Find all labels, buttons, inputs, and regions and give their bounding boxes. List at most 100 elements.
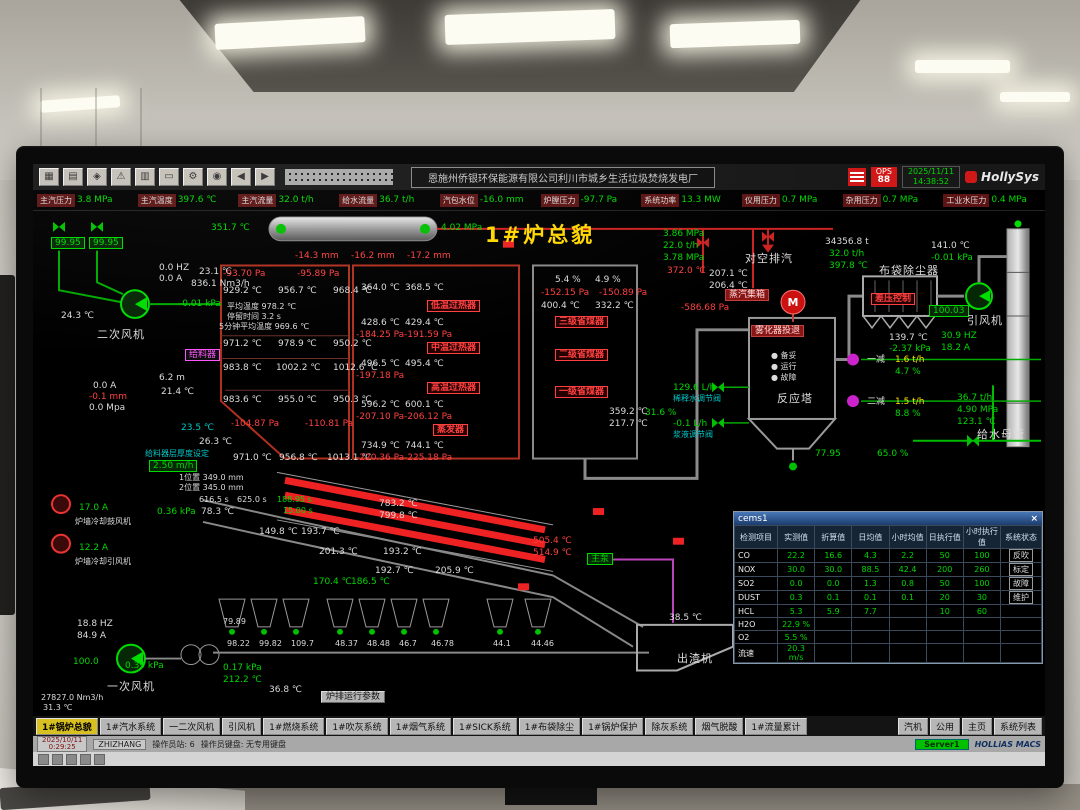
reading: 差压控制 [871,293,916,306]
page-selector-grid[interactable] [285,169,393,185]
page-back-icon[interactable]: ◀ [231,168,251,186]
reading: 5分钟平均温度 969.6 ℃ [219,322,310,331]
nav-button[interactable]: 1#布袋除尘 [518,717,581,735]
cooling-fan-icon [51,494,71,514]
system-menu-icon[interactable]: ▦ [39,168,59,186]
cems-titlebar[interactable]: cems1 × [734,512,1042,525]
reading: 3.78 MPa [663,253,705,263]
reading: 二减 [867,397,886,407]
reading: 46.78 [431,639,454,648]
cems-param: CO [735,549,777,562]
param-label: 工业水压力 [943,193,990,207]
cems-status-button[interactable]: 故障 [1009,577,1033,590]
taskbar-icon[interactable] [66,753,77,765]
taskbar-icon[interactable] [80,753,91,765]
nav-button[interactable]: 1#锅炉保护 [582,717,644,735]
reading: -14.3 mm [295,251,339,261]
nav-button[interactable]: 1#SICK系统 [452,717,517,735]
nav-button[interactable]: 汽机 [897,717,928,735]
reading: 4.02 MPa [441,223,483,233]
nav-button[interactable]: 烟气脱酸 [695,717,744,735]
reading: 983.6 ℃ [223,395,262,405]
reading: 186.5 ℃ [351,577,390,587]
datetime: 2025/11/11 14:38:52 [901,166,961,188]
close-icon[interactable]: × [1030,513,1038,524]
tuning-icon[interactable]: ⚙ [183,168,203,186]
reading: 稀释水调节阀 [673,394,721,403]
print-icon[interactable]: ▭ [159,168,179,186]
reading: 616.5 s [199,495,229,504]
cems-value: 0.8 [889,577,926,590]
reading: 12.2 A [79,543,109,553]
reading: 149.8 ℃ [259,527,298,537]
param-label: 炉膛压力 [540,193,579,207]
param-label: 汽包水位 [439,193,478,207]
cems-value [852,618,889,630]
pump-icon [847,353,859,366]
nav-button[interactable]: 1#锅炉总貌 [36,717,98,735]
cems-value [815,644,852,662]
reading: 193.2 ℃ [383,547,422,557]
reading: 3.86 MPa [663,229,705,239]
cems-status-button[interactable]: 反吹 [1009,549,1033,562]
cems-param: H2O [735,618,777,630]
reading: 141.0 ℃ [931,241,970,251]
reading: -0.1 L/h [673,419,708,429]
reading: 23.1 ℃ [199,267,233,277]
cems-status-button[interactable]: 维护 [1009,591,1033,604]
reading: 蒸发器 [433,424,469,437]
nav-button[interactable]: 1#吹灰系统 [326,717,388,735]
ops-label: OPS [875,166,892,176]
nav-button[interactable]: 1#汽水系统 [99,717,162,735]
furnace-outline [220,264,350,460]
reading: 18.2 A [941,343,971,353]
reading: 950.2 ℃ [333,339,372,349]
toolbar-icons: ▦▤◈⚠▥▭⚙◉◀▶ [39,168,275,186]
reading: 17.0 A [79,503,109,513]
toolbar: ▦▤◈⚠▥▭⚙◉◀▶ 恩施州侨银环保能源有限公司利川市城乡生活垃圾焚烧发电厂 O… [33,164,1045,190]
cems-value [963,618,1000,630]
nav-button[interactable]: 1#烟气系统 [389,717,451,735]
nav-button[interactable]: 1#燃烧系统 [263,717,325,735]
graphic-page-icon[interactable]: ▤ [63,168,83,186]
reading: 18.8 HZ [77,619,113,629]
nav-button[interactable]: 主页 [961,717,992,735]
cems-header: 实测值 [778,526,815,548]
reading: 低温过热器 [427,300,481,313]
operator-login-icon[interactable]: ◉ [207,168,227,186]
reading: 929.2 ℃ [223,286,262,296]
report-icon[interactable]: ▥ [135,168,155,186]
reading: 207.1 ℃ [709,269,748,279]
ceiling-light [669,19,801,49]
cems-status-button[interactable]: 标定 [1009,563,1033,576]
nav-button[interactable]: 除灰系统 [645,717,694,735]
canvas-button[interactable]: 炉排运行参数 [321,691,386,704]
taskbar-icon[interactable] [52,753,63,765]
monitor: ▦▤◈⚠▥▭⚙◉◀▶ 恩施州侨银环保能源有限公司利川市城乡生活垃圾焚烧发电厂 O… [16,146,1064,788]
taskbar-icon[interactable] [94,753,105,765]
brand-logo: HollySys [965,170,1039,184]
reading: 引风机 [967,314,1003,327]
reading: 44.46 [531,639,554,648]
cems-value: 0.1 [889,591,926,604]
page-forward-icon[interactable]: ▶ [255,168,275,186]
wall-seam [40,88,42,183]
trend-icon[interactable]: ◈ [87,168,107,186]
macs-brand: HOLLiAS MACS [974,739,1041,749]
nav-button[interactable]: 一二次风机 [163,717,221,735]
nav-button[interactable]: 1#流量累计 [745,717,807,735]
taskbar-icon[interactable] [38,753,49,765]
nav-button[interactable]: 系统列表 [993,717,1042,735]
nav-button[interactable]: 公用 [929,717,960,735]
reading: -586.68 Pa [681,303,730,313]
reading: 34356.8 t [825,237,869,247]
cems-status-cell [1001,631,1041,643]
cems-value: 50 [926,577,963,590]
reading: -93.70 Pa [223,269,266,279]
nav-button[interactable]: 引风机 [222,717,262,735]
reading: 129.6 L/h [673,383,716,393]
alarm-list-icon[interactable]: ⚠ [111,168,131,186]
param-value: 36.7 t/h [379,195,415,205]
param-label: 给水流量 [339,193,378,207]
